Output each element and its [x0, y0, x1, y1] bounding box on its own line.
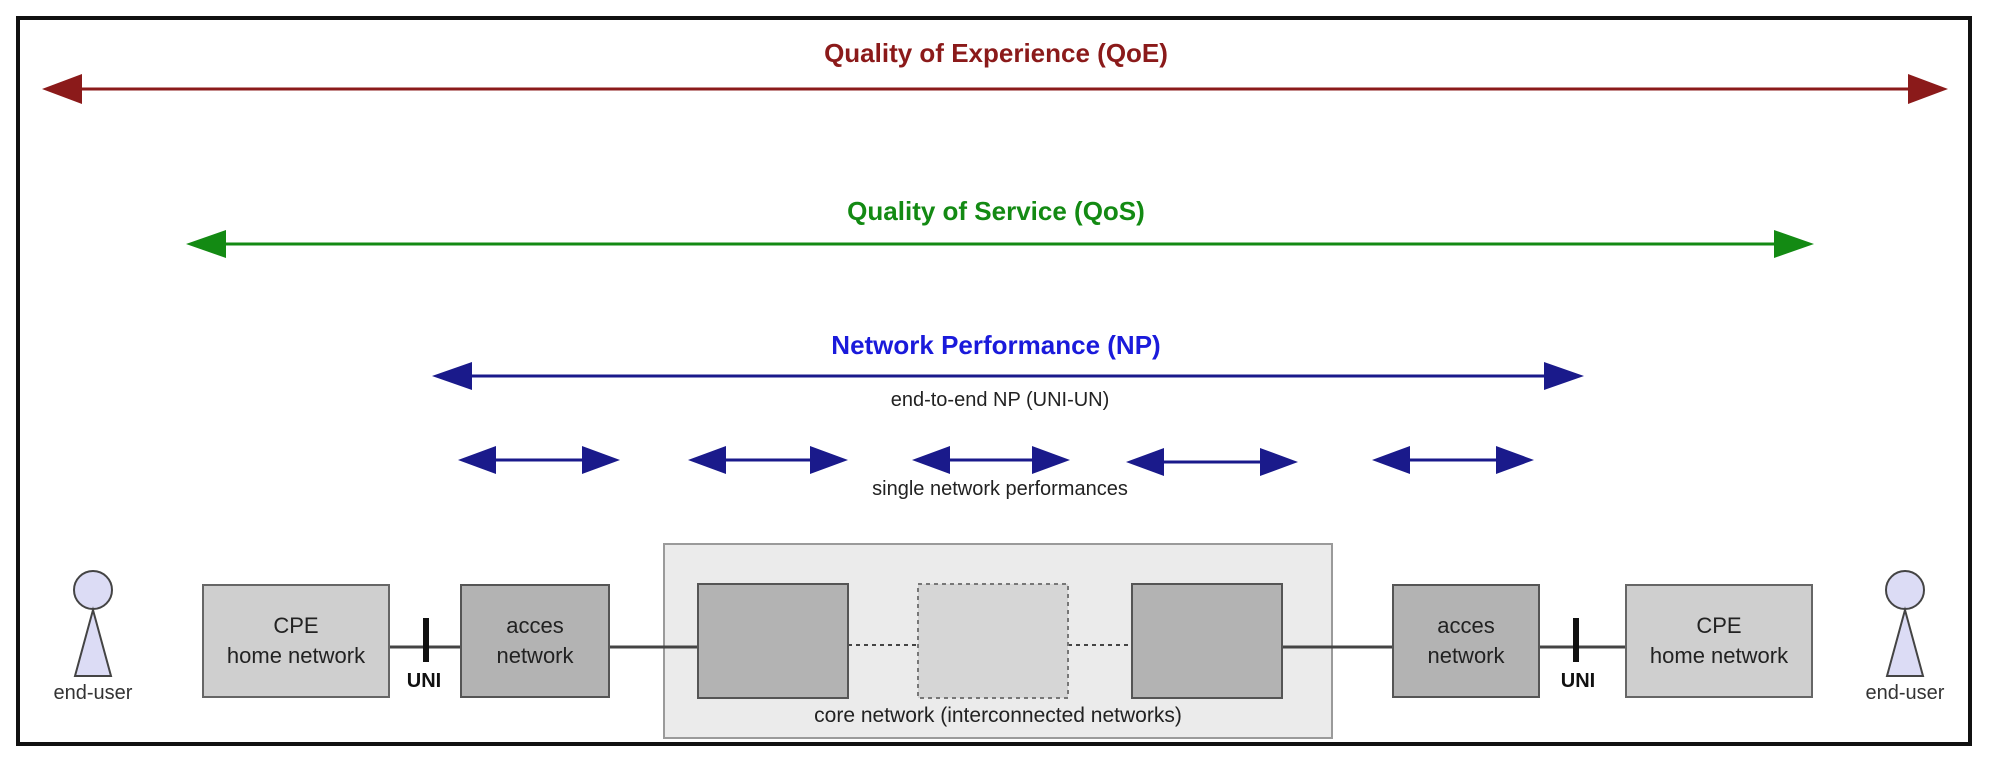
end-user-label-left: end-user [53, 682, 133, 704]
end-user-label-right: end-user [1865, 682, 1945, 704]
single-np-arrow [1126, 448, 1298, 476]
access-network-right: acces network [1392, 584, 1540, 698]
single-np-arrow [1372, 446, 1534, 474]
end-user-icon-right [1885, 570, 1925, 677]
qos-arrow [186, 230, 1814, 258]
core-node-3 [1131, 583, 1283, 699]
uni-label-right: UNI [1560, 670, 1596, 692]
single-np-arrow [912, 446, 1070, 474]
cpe-home-network-right: CPE home network [1625, 584, 1813, 698]
np-end-to-end-arrow [432, 362, 1584, 390]
end-to-end-np-label: end-to-end NP (UNI-UN) [890, 389, 1110, 411]
single-np-label: single network performances [872, 478, 1128, 500]
qoe-arrow [42, 74, 1948, 104]
core-node-1 [697, 583, 849, 699]
cpe-label-right: CPE home network [1649, 613, 1789, 668]
uni-label-left: UNI [406, 670, 442, 692]
np-label: Network Performance (NP) [831, 330, 1161, 360]
end-user-icon-left [73, 570, 113, 677]
access-label-right: acces network [1427, 613, 1505, 668]
single-np-arrow [688, 446, 848, 474]
cpe-home-network-left: CPE home network [202, 584, 390, 698]
access-network-left: acces network [460, 584, 610, 698]
access-label-left: acces network [496, 613, 574, 668]
single-np-arrow [458, 446, 620, 474]
core-network-label: core network (interconnected networks) [814, 704, 1182, 727]
qoe-label: Quality of Experience (QoE) [824, 38, 1168, 68]
cpe-label-left: CPE home network [226, 613, 366, 668]
core-node-2 [917, 583, 1069, 699]
qos-label: Quality of Service (QoS) [847, 196, 1145, 226]
